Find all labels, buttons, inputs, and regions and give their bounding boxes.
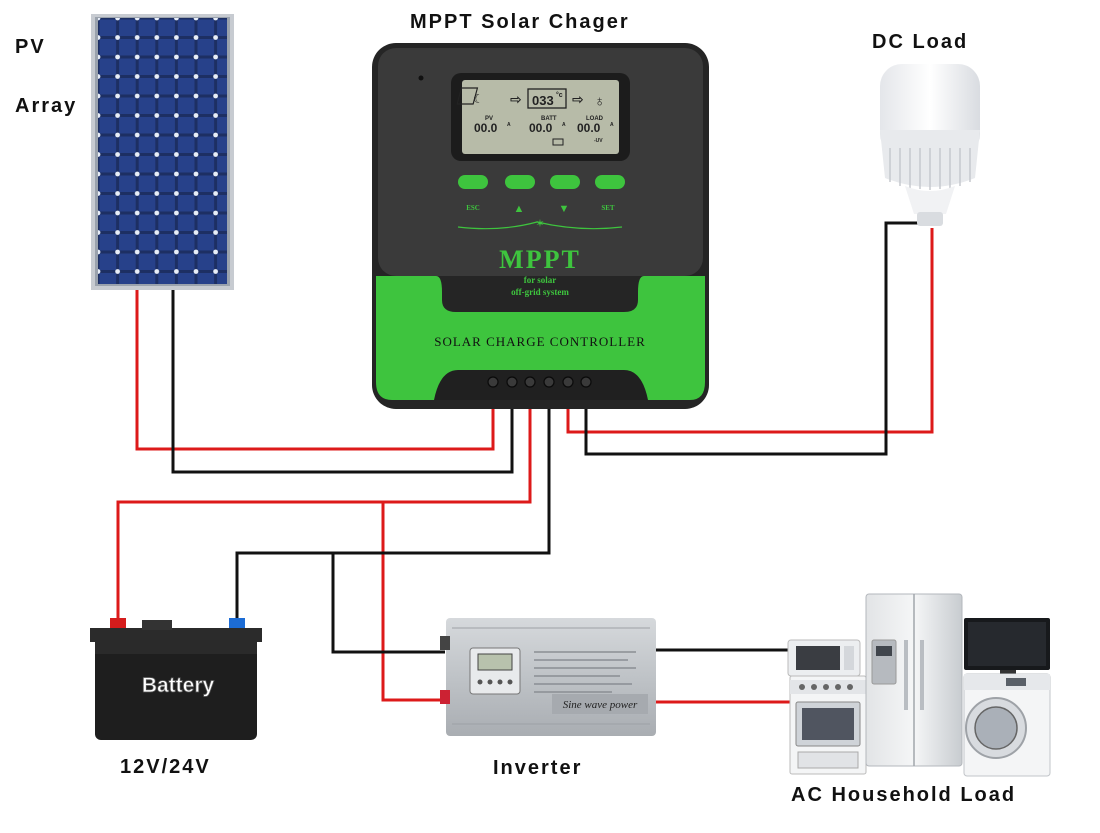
inverter-negative-wire [331,553,445,654]
lcd-pv-label: PV [485,116,493,122]
battery-negative-wire [235,387,551,622]
lcd-pv-value: 00.0 [474,121,498,135]
esc-button[interactable] [458,175,488,189]
load-negative-wire [584,221,924,456]
controller-title: MPPT Solar Chager [410,11,630,33]
oven-icon [789,675,867,775]
inverter-device-label: Sine wave power [563,699,638,711]
lcd-temp-value: 033 [532,93,554,108]
star-icon: ✶ [535,218,544,230]
ac-load-label: AC Household Load [791,784,1017,806]
band-text: SOLAR CHARGE CONTROLLER [434,334,646,349]
inverter-positive-wire [381,502,445,702]
lcd-load-unit: A [610,122,614,128]
battery-icon: Battery [90,618,262,740]
microwave-icon [787,639,861,677]
arrow-icon-2: ⇨ [572,91,584,107]
pv-label-line1: PV [15,36,46,58]
mppt-brand: MPPT [499,245,581,274]
bulb-icon [880,64,980,226]
inverter-device: Sine wave power [440,618,656,736]
battery-positive-wire [116,387,532,622]
washing-machine-icon [963,673,1051,777]
pv-label-line2: Array [15,95,78,117]
load-positive-wire [566,228,934,434]
pv-positive-wire [135,288,495,451]
lcd-load-label: LOAD [586,116,604,122]
down-button[interactable] [550,175,580,189]
arrow-icon: ⇨ [510,91,522,107]
lcd-pv-unit: A [507,122,511,128]
battery-lcd-icon [527,88,567,109]
controller-buttons: ESC ▲ ▼ SET [458,175,625,215]
lcd-batt-value: 00.0 [529,121,553,135]
solar-panel [91,14,234,290]
pv-negative-wire [171,288,514,474]
inverter-label: Inverter [493,757,583,779]
solar-icon [456,87,479,105]
set-button[interactable] [595,175,625,189]
lcd-batt-label: BATT [541,116,557,122]
esc-label: ESC [466,204,480,212]
lcd-load-value: 00.0 [577,121,601,135]
down-label: ▼ [559,203,570,215]
up-label: ▲ [514,203,525,215]
ornament-swirl [457,221,623,230]
lcd-volt-note: -UV [594,138,603,144]
set-label: SET [601,204,615,212]
refrigerator-icon [865,593,963,767]
terminals [487,376,592,388]
ac-appliances [787,593,1051,777]
bulb-lcd-icon: ♁ [594,93,605,110]
tv-icon [964,618,1050,676]
battery-label: Battery [142,674,215,697]
terminal-block [434,370,648,400]
lcd-batt-unit: A [562,122,566,128]
lcd-small-battery-icon [552,138,564,146]
mppt-controller: ☾ ⇨ 033 °c ⇨ ♁ PV BATT LOAD 00.0 A 00.0 … [372,43,709,409]
tagline-2: off-grid system [511,287,569,297]
moon-icon: ☾ [473,92,484,106]
lcd-temp-unit: °c [556,91,563,99]
battery-voltage-label: 12V/24V [120,756,211,778]
green-band [376,276,705,400]
wires [116,221,934,704]
up-button[interactable] [505,175,535,189]
tagline-1: for solar [524,275,557,285]
dc-load-label: DC Load [872,31,969,53]
lcd-screen [462,80,619,154]
